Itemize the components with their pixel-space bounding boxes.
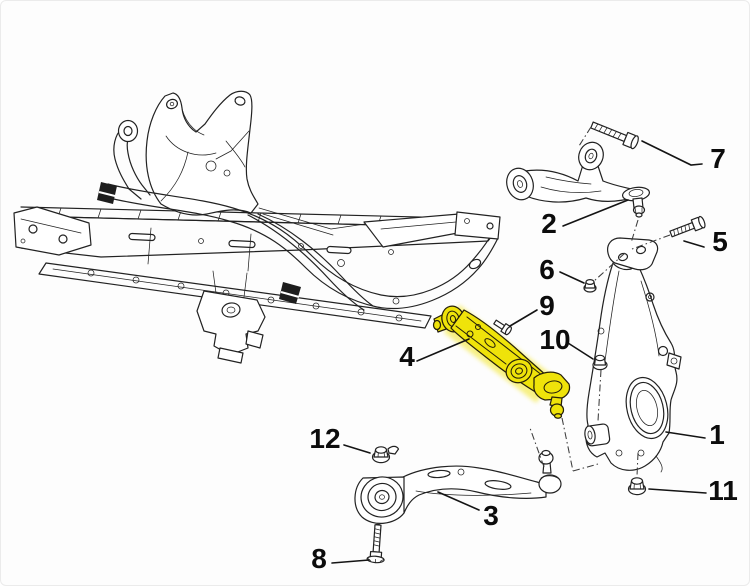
leader-line-part-6 xyxy=(559,271,585,284)
bolt-9 xyxy=(493,319,512,336)
part-label-7-bolt-upper-arm-pivot: 7 xyxy=(710,143,726,174)
part-label-1-steering-knuckle: 1 xyxy=(709,419,725,450)
leader-line-part-12 xyxy=(343,444,371,454)
part-label-4-lower-control-arm-front-highlighted: 4 xyxy=(399,341,415,372)
upper-arm-rear-bushing xyxy=(506,167,534,201)
knuckle-top-bracket xyxy=(607,237,659,271)
leader-lines xyxy=(331,140,707,564)
subframe-tower-bracket xyxy=(145,90,259,216)
assembly-axis-lines xyxy=(529,126,671,477)
leader-line-part-2 xyxy=(562,199,629,227)
leader-line-part-8 xyxy=(331,559,370,564)
bolt-8 xyxy=(366,523,385,564)
nut-11 xyxy=(627,477,647,496)
upper-arm-ball-joint xyxy=(622,186,650,218)
part-lower-control-arm-front-highlighted xyxy=(432,304,571,419)
subframe-rear-arm xyxy=(247,213,374,311)
part-label-11-nut-knuckle-lower: 11 xyxy=(708,475,738,506)
rear-arm-ball-joint xyxy=(538,449,562,494)
part-label-8-bolt-lower-arm-pivot: 8 xyxy=(311,543,327,574)
part-label-12-nut-rear-arm: 12 xyxy=(309,423,340,454)
subframe-left-arm xyxy=(113,119,151,200)
nut-10 xyxy=(592,354,608,371)
part-label-9-bolt-front-arm: 9 xyxy=(539,290,555,321)
leader-line-part-10 xyxy=(567,342,594,360)
knuckle-hub-bore xyxy=(625,376,669,440)
bolt-5 xyxy=(669,215,706,238)
part-label-2-upper-control-arm: 2 xyxy=(541,208,557,239)
leader-line-part-9 xyxy=(509,309,538,327)
subframe-pedestal xyxy=(196,270,266,364)
front-arm-ball-joint xyxy=(533,371,571,419)
stabilizer-bar xyxy=(97,182,499,309)
part-label-6-nut-upper-ball-joint: 6 xyxy=(539,254,555,285)
nut-6 xyxy=(583,279,597,293)
part-steering-knuckle xyxy=(584,237,682,473)
leader-line-part-5 xyxy=(683,240,705,248)
leader-line-part-1 xyxy=(665,431,706,439)
knuckle-lower-boss xyxy=(584,423,611,447)
subframe-assembly xyxy=(13,90,501,364)
part-label-10-nut-front-arm-ball-joint: 10 xyxy=(539,324,570,355)
part-label-5-bolt-upper-arm-to-knuckle: 5 xyxy=(712,226,728,257)
part-lower-control-arm-rear xyxy=(354,449,562,524)
bolt-7 xyxy=(590,121,639,150)
part-upper-control-arm xyxy=(506,141,650,218)
leader-line-part-3 xyxy=(437,491,480,511)
leader-line-part-11 xyxy=(648,488,707,494)
rear-arm-bushing xyxy=(354,476,405,524)
leader-line-part-4 xyxy=(416,338,470,362)
nut-12 xyxy=(371,445,400,464)
upper-arm-front-bushing xyxy=(578,141,604,171)
front-arm-mid-bushing xyxy=(505,358,533,384)
part-label-3-lower-control-arm-rear: 3 xyxy=(483,500,499,531)
subframe-left-bracket xyxy=(13,206,92,256)
front-arm-mount-bracket xyxy=(432,305,465,333)
subframe-lower-rail xyxy=(38,227,432,329)
subframe-right-rail xyxy=(258,207,501,305)
leader-line-part-7 xyxy=(641,140,703,166)
